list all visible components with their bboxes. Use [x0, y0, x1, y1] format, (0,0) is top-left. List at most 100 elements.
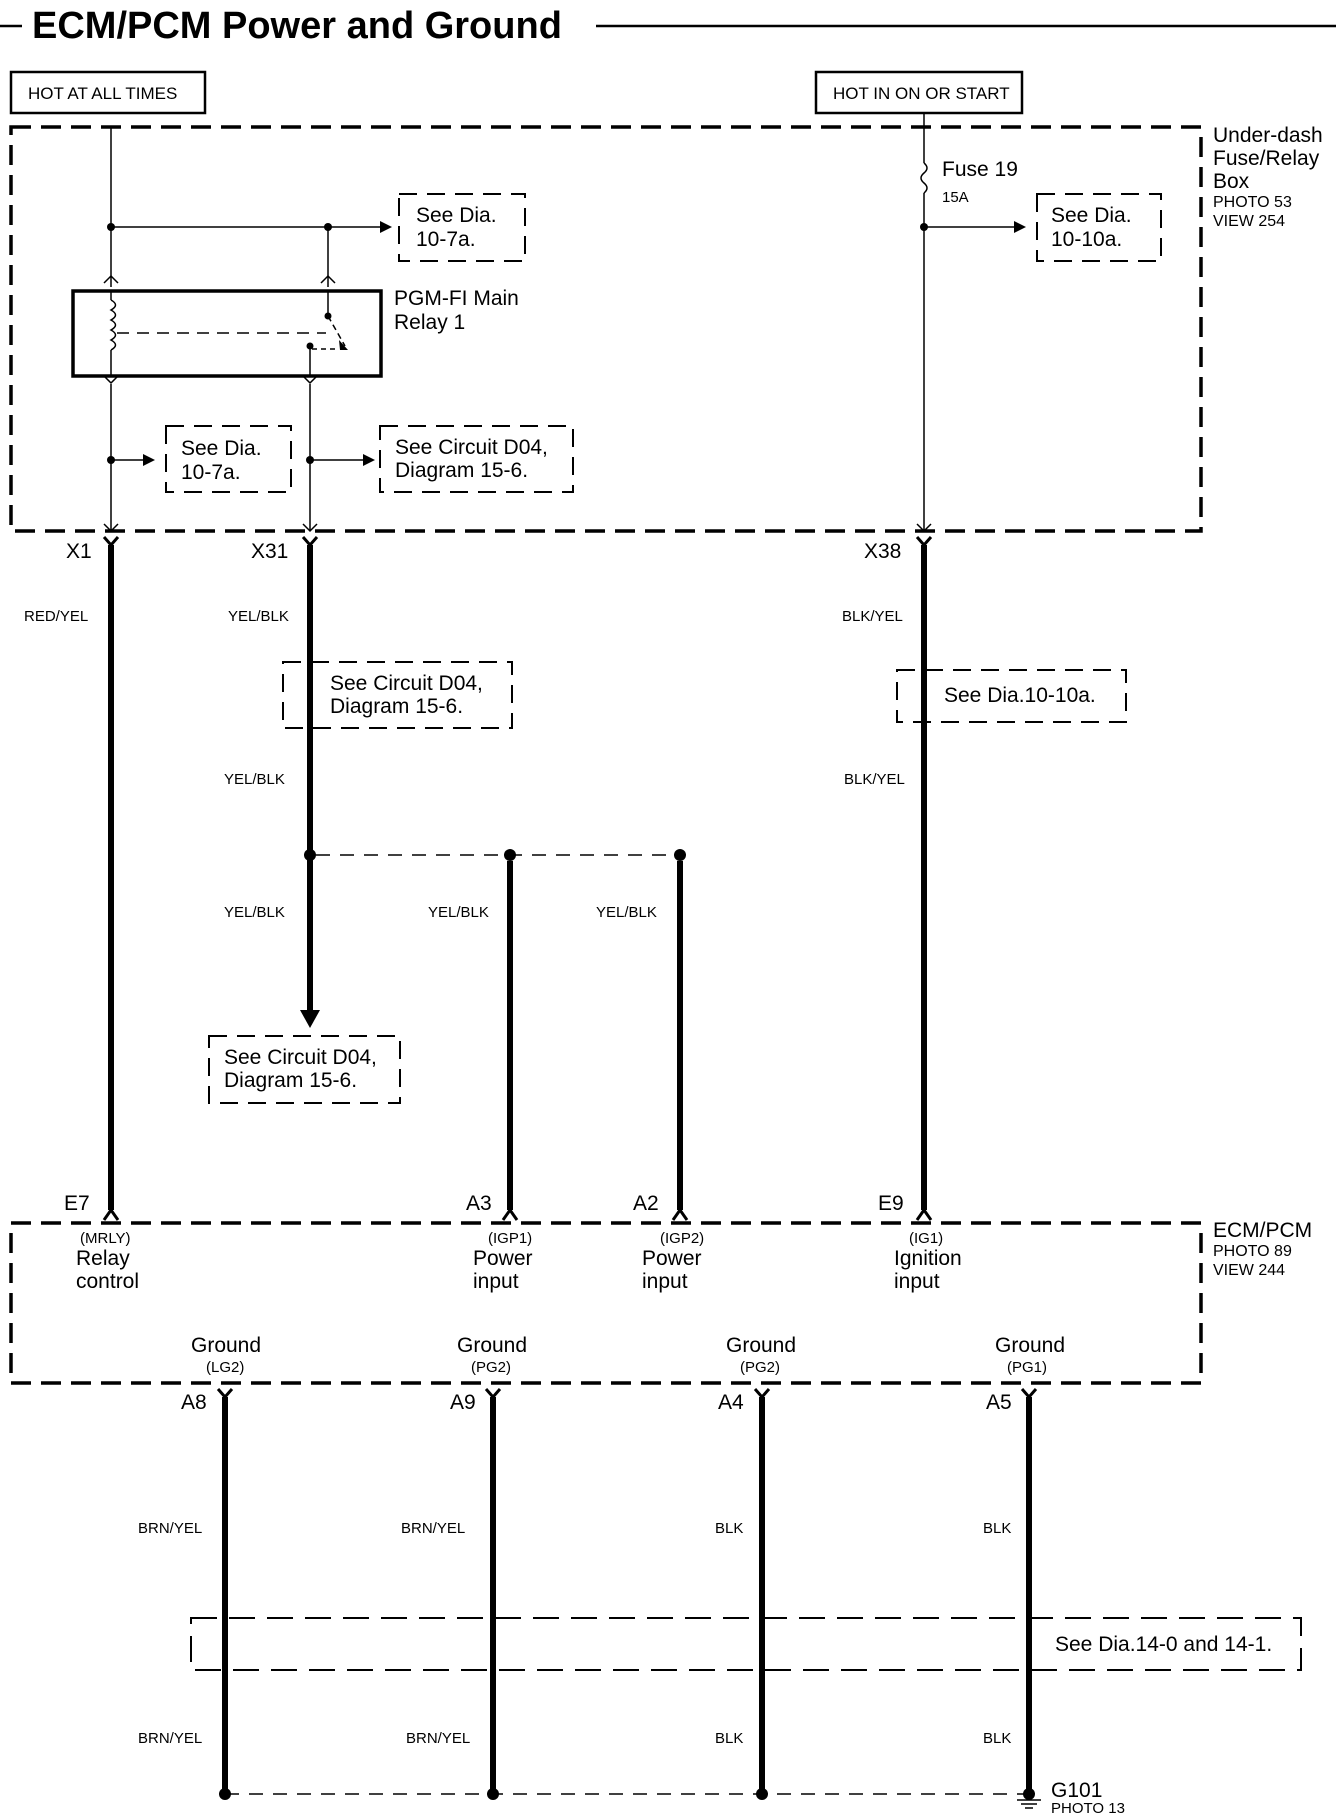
ref-circuit-d04-box-a: See Circuit D04, Diagram 15-6.	[379, 425, 574, 493]
pin-a5: A5	[986, 1391, 1012, 1414]
svg-text:ECM/PCM: ECM/PCM	[1213, 1219, 1312, 1242]
wire-color-brn-yel-a9-1: BRN/YEL	[401, 1520, 465, 1537]
wire-color-yel-blk-3: YEL/BLK	[224, 904, 285, 921]
ref-dia-10-7a-top: See Dia. 10-7a.	[398, 193, 526, 262]
svg-text:10-7a.: 10-7a.	[181, 461, 241, 484]
fuse-box-label: Under-dash Fuse/Relay Box PHOTO 53 VIEW …	[1213, 124, 1323, 230]
svg-text:Fuse/Relay: Fuse/Relay	[1213, 147, 1320, 170]
fuse-icon	[920, 162, 928, 194]
wire-color-blk-a5-2: BLK	[983, 1730, 1011, 1747]
svg-text:Diagram 15-6.: Diagram 15-6.	[395, 459, 528, 482]
ecm-ground-a8-desc: Ground (LG2)	[191, 1334, 261, 1376]
hot-in-on-or-start-label: HOT IN ON OR START	[833, 84, 1010, 103]
svg-text:(IGP2): (IGP2)	[660, 1230, 704, 1247]
svg-text:See Circuit D04,: See Circuit D04,	[224, 1046, 377, 1069]
svg-text:See Dia.: See Dia.	[416, 204, 497, 227]
svg-text:input: input	[642, 1270, 688, 1293]
svg-text:(MRLY): (MRLY)	[80, 1230, 131, 1247]
pin-a4: A4	[718, 1391, 744, 1414]
ref-dia-10-10a-top: See Dia. 10-10a.	[1036, 193, 1162, 262]
ecm-pcm-label: ECM/PCM PHOTO 89 VIEW 244	[1213, 1219, 1312, 1279]
fuse-name: Fuse 19	[942, 158, 1018, 181]
pin-a3: A3	[466, 1192, 492, 1215]
connector-x31: X31	[251, 540, 288, 563]
pin-e7: E7	[64, 1192, 90, 1215]
page-title: ECM/PCM Power and Ground	[32, 5, 562, 47]
ecm-pcm-box-outline	[9, 1221, 1203, 1385]
wire-color-brn-yel-a9-2: BRN/YEL	[406, 1730, 470, 1747]
connector-x38: X38	[864, 540, 901, 563]
ecm-pin-a2-desc: (IGP2) Power input	[642, 1230, 704, 1293]
ref-circuit-d04-box-b: See Circuit D04, Diagram 15-6.	[282, 661, 513, 729]
ecm-ground-a5-desc: Ground (PG1)	[995, 1334, 1065, 1376]
relay-label: PGM-FI Main Relay 1	[394, 287, 519, 334]
svg-text:input: input	[473, 1270, 519, 1293]
svg-text:VIEW 254: VIEW 254	[1213, 213, 1285, 230]
wire-color-yel-blk-5: YEL/BLK	[596, 904, 657, 921]
svg-text:Ignition: Ignition	[894, 1247, 962, 1270]
svg-text:Relay: Relay	[76, 1247, 130, 1270]
hot-at-all-times-box	[9, 70, 207, 115]
svg-text:(IG1): (IG1)	[909, 1230, 943, 1247]
svg-text:Power: Power	[642, 1247, 702, 1270]
connector-x1: X1	[66, 540, 92, 563]
svg-text:(PG2): (PG2)	[471, 1359, 511, 1376]
wire-color-brn-yel-a8-1: BRN/YEL	[138, 1520, 202, 1537]
svg-text:Power: Power	[473, 1247, 533, 1270]
svg-text:Relay 1: Relay 1	[394, 311, 465, 334]
ecm-ground-a9-desc: Ground (PG2)	[457, 1334, 527, 1376]
relay-switch-icon	[327, 315, 346, 347]
wire-color-blk-yel-2: BLK/YEL	[844, 771, 905, 788]
ecm-pin-e7-desc: (MRLY) Relay control	[76, 1230, 139, 1293]
wire-color-brn-yel-a8-2: BRN/YEL	[138, 1730, 202, 1747]
svg-text:Under-dash: Under-dash	[1213, 124, 1323, 147]
svg-text:Ground: Ground	[191, 1334, 261, 1357]
ground-photo-label: PHOTO 13	[1051, 1800, 1125, 1814]
svg-text:PHOTO 53: PHOTO 53	[1213, 194, 1292, 211]
svg-text:(LG2): (LG2)	[206, 1359, 244, 1376]
pin-a9: A9	[450, 1391, 476, 1414]
svg-text:Ground: Ground	[995, 1334, 1065, 1357]
wire-color-yel-blk-1: YEL/BLK	[228, 608, 289, 625]
svg-text:See Circuit D04,: See Circuit D04,	[330, 672, 483, 695]
pin-a2: A2	[633, 1192, 659, 1215]
ecm-pin-a3-desc: (IGP1) Power input	[473, 1230, 533, 1293]
wire-color-blk-a4-2: BLK	[715, 1730, 743, 1747]
svg-text:Diagram 15-6.: Diagram 15-6.	[224, 1069, 357, 1092]
svg-text:See Dia.: See Dia.	[181, 437, 262, 460]
fuse-relay-box-outline	[9, 125, 1203, 533]
svg-text:See Dia.14-0 and 14-1.: See Dia.14-0 and 14-1.	[1055, 1633, 1272, 1656]
svg-text:See Circuit D04,: See Circuit D04,	[395, 436, 548, 459]
pgm-fi-main-relay-1	[71, 289, 383, 378]
svg-text:PHOTO 89: PHOTO 89	[1213, 1243, 1292, 1260]
svg-text:Ground: Ground	[726, 1334, 796, 1357]
wire-color-blk-a4-1: BLK	[715, 1520, 743, 1537]
wire-color-blk-a5-1: BLK	[983, 1520, 1011, 1537]
svg-text:Ground: Ground	[457, 1334, 527, 1357]
svg-text:Box: Box	[1213, 170, 1250, 193]
ground-icon	[1017, 1794, 1041, 1809]
splice-point	[304, 849, 316, 861]
ground-g101-label: G101	[1051, 1779, 1102, 1802]
ref-dia-10-7a-lower: See Dia. 10-7a.	[165, 425, 292, 493]
ref-dia-10-10a-mid: See Dia.10-10a.	[896, 669, 1127, 723]
wire-color-yel-blk-2: YEL/BLK	[224, 771, 285, 788]
wire-color-red-yel: RED/YEL	[24, 608, 88, 625]
ecm-ground-a4-desc: Ground (PG2)	[726, 1334, 796, 1376]
relay-coil-icon	[109, 299, 117, 351]
wire-color-blk-yel-1: BLK/YEL	[842, 608, 903, 625]
svg-text:See Dia.: See Dia.	[1051, 204, 1132, 227]
svg-text:PGM-FI Main: PGM-FI Main	[394, 287, 519, 310]
svg-text:(IGP1): (IGP1)	[488, 1230, 532, 1247]
hot-in-on-or-start-box	[814, 70, 1024, 115]
pin-e9: E9	[878, 1192, 904, 1215]
ecm-pin-e9-desc: (IG1) Ignition input	[894, 1230, 962, 1293]
fuse-rating: 15A	[942, 189, 969, 206]
hot-at-all-times-label: HOT AT ALL TIMES	[28, 84, 177, 103]
svg-text:10-10a.: 10-10a.	[1051, 228, 1122, 251]
svg-text:10-7a.: 10-7a.	[416, 228, 476, 251]
svg-text:Diagram 15-6.: Diagram 15-6.	[330, 695, 463, 718]
svg-text:(PG2): (PG2)	[740, 1359, 780, 1376]
ref-dia-14-0-and-14-1: See Dia.14-0 and 14-1.	[190, 1617, 1302, 1671]
